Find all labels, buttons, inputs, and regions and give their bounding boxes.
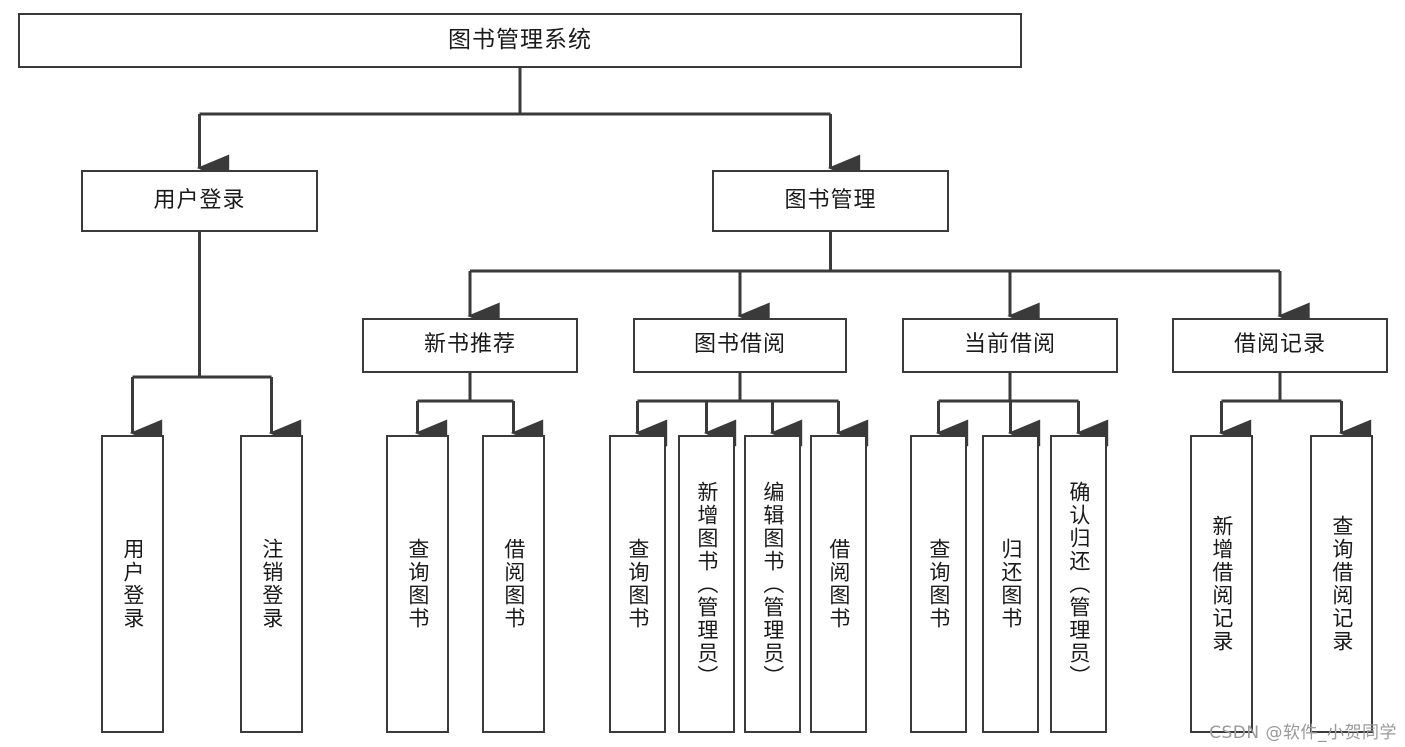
- node-label: 图书管理: [784, 187, 877, 213]
- node-label: 用户登录: [120, 538, 145, 630]
- node-label: 查询图书: [926, 538, 951, 630]
- node-label: 新增借阅记录: [1209, 515, 1234, 653]
- node-leaf-confirm-return[interactable]: 确认归还（管理员）: [1050, 435, 1107, 733]
- watermark-text: CSDN @软件_小贺同学: [1209, 723, 1397, 743]
- node-borrow-record[interactable]: 借阅记录: [1172, 318, 1388, 373]
- node-label: 用户登录: [153, 187, 246, 213]
- node-leaf-return-book[interactable]: 归还图书: [982, 435, 1039, 733]
- node-label: 新书推荐: [423, 332, 516, 358]
- node-label: 借阅图书: [501, 538, 526, 630]
- node-label: 查询借阅记录: [1329, 515, 1354, 653]
- node-label: 归还图书: [998, 538, 1023, 630]
- node-leaf-logout[interactable]: 注销登录: [240, 435, 303, 733]
- node-leaf-borrow-book-2[interactable]: 借阅图书: [810, 435, 867, 733]
- node-label: 注销登录: [259, 538, 284, 630]
- node-label: 图书借阅: [693, 332, 786, 358]
- node-book-borrow[interactable]: 图书借阅: [633, 318, 847, 373]
- node-user-login[interactable]: 用户登录: [81, 170, 318, 232]
- node-leaf-add-record[interactable]: 新增借阅记录: [1190, 435, 1253, 733]
- node-root[interactable]: 图书管理系统: [18, 13, 1022, 68]
- node-label: 查询图书: [405, 538, 430, 630]
- node-label: 编辑图书（管理员）: [760, 480, 785, 688]
- node-label: 借阅图书: [826, 538, 851, 630]
- node-leaf-user-login[interactable]: 用户登录: [101, 435, 164, 733]
- node-leaf-query-book-2[interactable]: 查询图书: [609, 435, 666, 733]
- node-leaf-edit-book[interactable]: 编辑图书（管理员）: [744, 435, 801, 733]
- node-leaf-query-record[interactable]: 查询借阅记录: [1310, 435, 1373, 733]
- node-current-borrow[interactable]: 当前借阅: [902, 318, 1118, 373]
- node-leaf-query-book-1[interactable]: 查询图书: [386, 435, 449, 733]
- node-leaf-query-book-3[interactable]: 查询图书: [910, 435, 967, 733]
- node-new-book-rec[interactable]: 新书推荐: [362, 318, 578, 373]
- node-label: 新增图书（管理员）: [694, 480, 719, 688]
- node-label: 图书管理系统: [448, 26, 592, 53]
- node-leaf-add-book[interactable]: 新增图书（管理员）: [678, 435, 735, 733]
- node-label: 查询图书: [625, 538, 650, 630]
- node-book-manage[interactable]: 图书管理: [712, 170, 949, 232]
- node-label: 确认归还（管理员）: [1066, 480, 1091, 688]
- node-leaf-borrow-book-1[interactable]: 借阅图书: [482, 435, 545, 733]
- node-label: 当前借阅: [963, 332, 1056, 358]
- node-label: 借阅记录: [1233, 332, 1326, 358]
